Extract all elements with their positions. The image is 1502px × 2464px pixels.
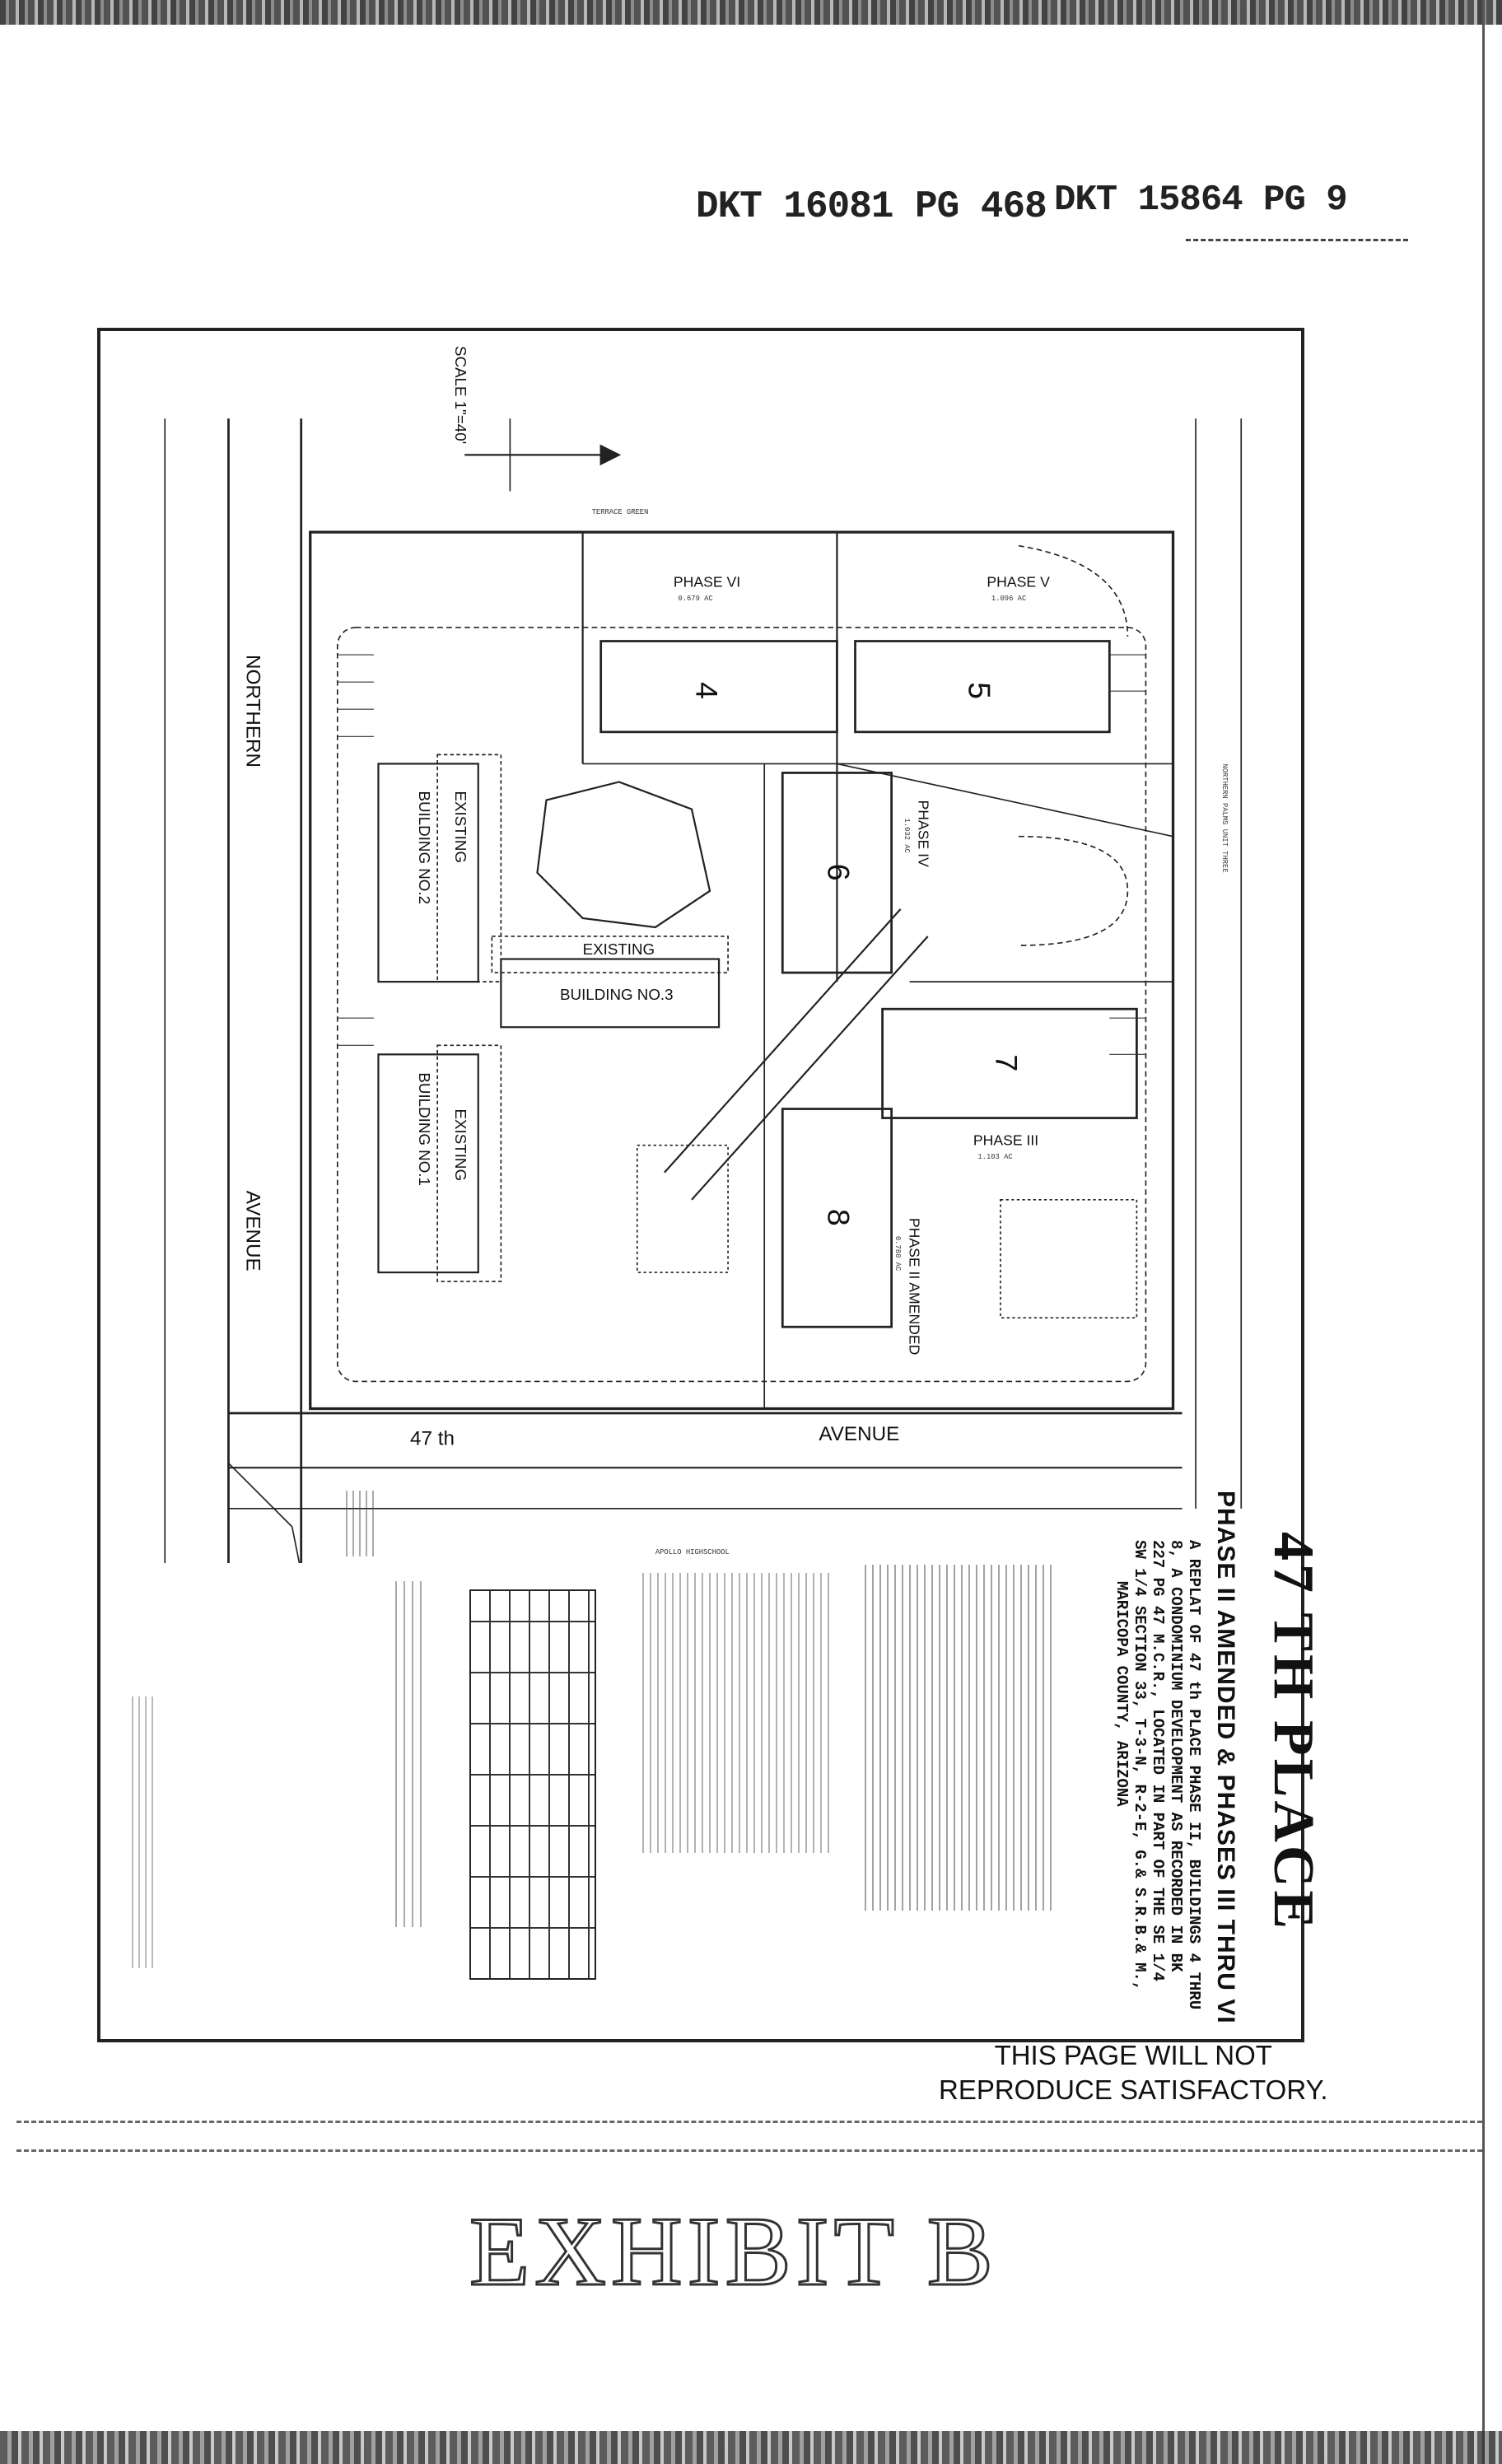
existing-building-1-label-b: BUILDING NO.1 [416,1072,433,1186]
existing-building-1-label-a: EXISTING [452,1109,469,1182]
scan-edge-line [1482,0,1485,2464]
phase-v-label: PHASE V [987,573,1050,590]
reproduction-notice: THIS PAGE WILL NOT REPRODUCE SATISFACTOR… [939,2038,1328,2107]
dashed-divider-1 [16,2121,1482,2123]
plat-sheet-border [97,328,1304,2042]
reproduction-notice-line-1: THIS PAGE WILL NOT [994,2040,1272,2070]
street-label-avenue-bottom: AVENUE [819,1423,899,1445]
exhibit-label: EXHIBIT B [469,2196,998,2308]
phase-iv-label: PHASE IV [916,800,932,868]
reproduction-notice-line-2: REPRODUCE SATISFACTORY. [939,2074,1328,2105]
street-label-northern: NORTHERN [242,655,264,768]
street-label-47th: 47 th [410,1428,455,1450]
site-plan: NORTHERN AVENUE 47 th AVENUE TERRACE GRE… [164,346,1243,1563]
top-neighbor-label: TERRACE GREEN [592,508,649,516]
margin-note [132,1696,156,1968]
docket-stamp-right: DKT 15864 PG 9 [1054,180,1348,221]
building-5-number: 5 [962,682,996,699]
building-7-number: 7 [989,1054,1024,1071]
docket-stamp-top: DKT 16081 PG 468 [696,185,1047,228]
notes-text-block [642,1573,832,1853]
existing-building-3-label-b: BUILDING NO.3 [560,986,674,1003]
existing-building-2-label-b: BUILDING NO.2 [416,791,433,905]
existing-building-2-label-a: EXISTING [452,791,469,864]
scan-noise-top [0,0,1502,25]
right-neighbor-label: NORTHERN PALMS UNIT THREE [1220,763,1229,872]
approval-text-block [865,1565,1054,1911]
phase-vi-label: PHASE VI [674,573,740,590]
description-line-5: MARICOPA COUNTY, ARIZONA [1113,1581,1131,1807]
building-4-number: 4 [689,682,724,699]
description-line-4: SW 1/4 SECTION 33, T-3-N, R-2-E, G.& S.R… [1131,1540,1149,1991]
monument-note [346,1491,379,1556]
phase-iii-label: PHASE III [973,1132,1038,1149]
street-label-avenue-left: AVENUE [242,1191,264,1272]
curve-table [469,1589,596,1980]
building-8-number: 8 [821,1209,856,1226]
plat-title: 47 TH PLACE [1262,1532,1325,1933]
existing-building-3-label-a: EXISTING [583,940,655,958]
description-line-3: 227 PG 47 M.C.R., LOCATED IN PART OF THE… [1149,1540,1167,1981]
description-line-1: A REPLAT OF 47 th PLACE PHASE II, BUILDI… [1185,1540,1203,2010]
plat-subtitle: PHASE II AMENDED & PHASES III THRU VI [1212,1491,1239,2024]
dashed-divider-2 [16,2149,1482,2152]
scale-label: SCALE 1"=40' [452,346,469,444]
phase-ii-label: PHASE II AMENDED [907,1218,923,1356]
description-line-2: 8, A CONDOMINIUM DEVELOPMENT AS RECORDED… [1167,1540,1185,1972]
stamp-underline [1186,239,1408,241]
phase-iv-area: 1.032 AC [903,819,911,853]
phase-iii-area: 1.103 AC [977,1153,1012,1161]
phase-ii-area: 0.788 AC [893,1236,902,1271]
phase-vi-area: 0.679 AC [678,595,712,603]
purpose-note [395,1581,428,1927]
phase-v-area: 1.096 AC [991,595,1026,603]
bottom-neighbor-label: APOLLO HIGHSCHOOL [655,1548,730,1556]
building-6-number: 6 [821,864,856,881]
scan-noise-bottom [0,2431,1502,2464]
